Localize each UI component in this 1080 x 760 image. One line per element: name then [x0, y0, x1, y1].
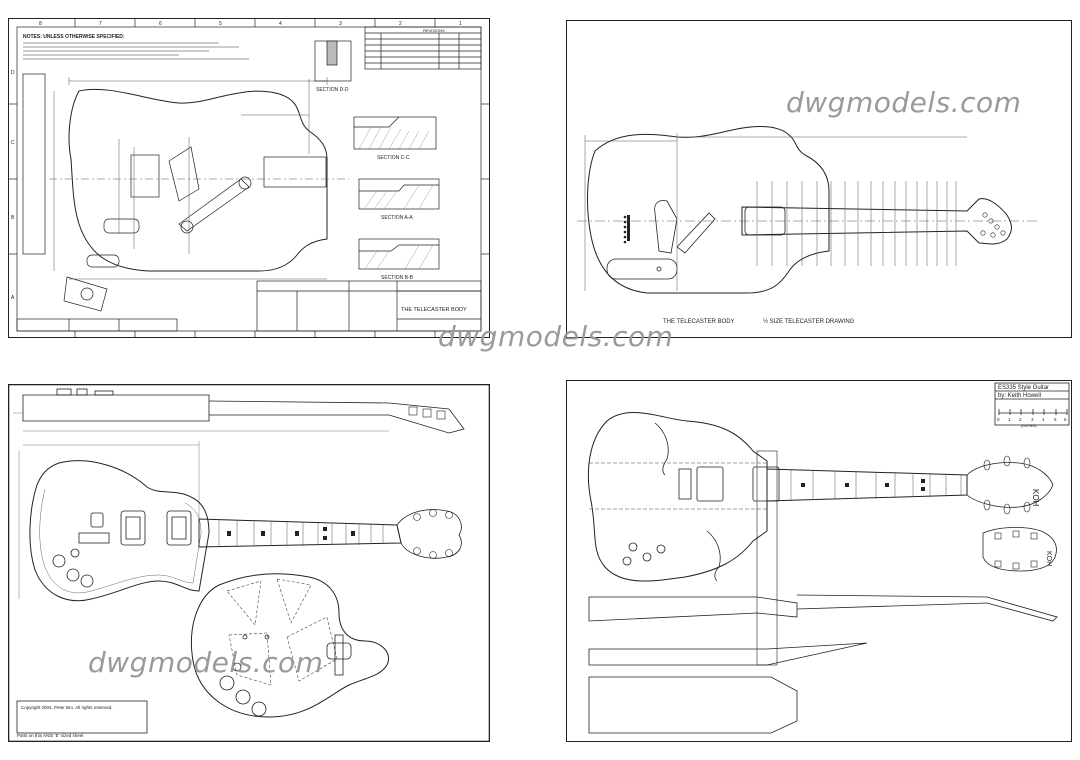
scale-number: 0: [997, 417, 1000, 422]
scale-number: 2: [1019, 417, 1022, 422]
es335-guitar-drawing: ES335 Style Guitar by: Keith Howell 0 1 …: [587, 382, 1070, 734]
watermark-center: dwgmodels.com: [438, 320, 674, 353]
col-number: 1: [459, 21, 462, 27]
col-number: 2: [399, 21, 402, 27]
section-dd-label: SECTION D-D: [316, 87, 349, 93]
scale-number: 5: [1054, 417, 1057, 422]
sheet2-subtitle: ½ SIZE TELECASTER DRAWING: [763, 318, 855, 325]
row-letter: C: [11, 140, 15, 146]
row-letter: B: [11, 215, 15, 221]
col-number: 7: [99, 21, 102, 27]
revisions-label: REVISIONS: [423, 28, 445, 33]
notes-title: NOTES: UNLESS OTHERWISE SPECIFIED:: [23, 34, 125, 40]
section-bb-label: SECTION B-B: [381, 275, 414, 281]
drawing-sheet-double-cut-guitar: Copyright 2004, Peter Bru. All rights re…: [8, 384, 490, 742]
drawing-sheet-half-size-telecaster: THE TELECASTER BODY ½ SIZE TELECASTER DR…: [566, 20, 1072, 338]
scale-units: (INCHES): [1021, 424, 1037, 428]
sheet2-title: THE TELECASTER BODY: [663, 319, 735, 325]
headstock-logo-text: KOH: [1031, 489, 1040, 507]
drawing-sheet-es335-guitar: ES335 Style Guitar by: Keith Howell 0 1 …: [566, 380, 1072, 742]
col-number: 5: [219, 21, 222, 27]
half-size-telecaster-drawing: THE TELECASTER BODY ½ SIZE TELECASTER DR…: [577, 126, 1037, 325]
sheet3-footer: Parts on this ANSI 'E' sized sheet: [17, 733, 84, 738]
headstock-logo-text-small: KOH: [1045, 551, 1052, 566]
col-number: 4: [279, 21, 282, 27]
sheet1-title: THE TELECASTER BODY: [401, 307, 467, 313]
section-aa-label: SECTION A-A: [381, 215, 413, 221]
scale-number: 6: [1064, 417, 1067, 422]
double-cut-guitar-drawing: Copyright 2004, Peter Bru. All rights re…: [9, 385, 489, 741]
col-number: 8: [39, 21, 42, 27]
section-cc-label: SECTION C-C: [377, 155, 410, 161]
watermark-bottom-left: dwgmodels.com: [88, 646, 324, 679]
scale-number: 1: [1008, 417, 1011, 422]
telecaster-body-drawing: NOTES: UNLESS OTHERWISE SPECIFIED: SECTI…: [9, 19, 489, 337]
drawing-sheet-telecaster-body: NOTES: UNLESS OTHERWISE SPECIFIED: SECTI…: [8, 18, 490, 338]
scale-number: 3: [1031, 417, 1034, 422]
col-number: 6: [159, 21, 162, 27]
col-number: 3: [339, 21, 342, 27]
copyright-note: Copyright 2004, Peter Bru. All rights re…: [21, 705, 113, 710]
sheet4-author: by: Keith Howell: [998, 393, 1041, 399]
watermark-top-right: dwgmodels.com: [786, 86, 1022, 119]
row-letter: D: [11, 70, 15, 76]
scale-number: 4: [1042, 417, 1045, 422]
sheet4-title: ES335 Style Guitar: [998, 385, 1049, 391]
row-letter: A: [11, 295, 15, 301]
